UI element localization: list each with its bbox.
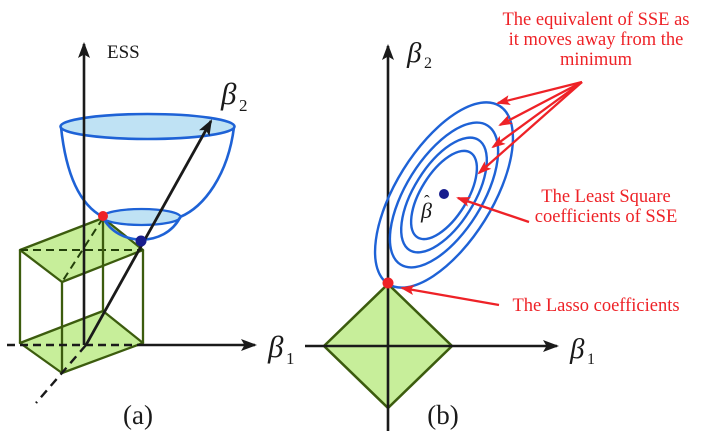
panel-a-axes [7, 42, 257, 404]
lasso-arrow [400, 285, 500, 307]
beta2-label-b: β [406, 37, 422, 69]
least-squares-point-2d [439, 189, 449, 199]
sse-contour-4 [409, 149, 479, 241]
panel-a-caption: (a) [123, 400, 153, 430]
beta2-label-a: β [220, 76, 237, 111]
ess-paraboloid [59, 112, 236, 241]
beta2-axis-a [84, 119, 213, 346]
ess-axis-label: ESS [107, 42, 140, 63]
lasso-text: The Lasso coefficients [512, 296, 679, 316]
annotation-texts: The equivalent of SSE as it moves away f… [502, 10, 689, 316]
constraint-cube [18, 216, 145, 375]
panel-b: β 2 β 1 β ˆ (b) The equivalent of SSE as… [305, 10, 690, 431]
beta-hat-label: β [420, 198, 432, 223]
panel-a-labels: ESS β 2 β 1 (a) [107, 42, 295, 430]
sse-contours-text-line1: The equivalent of SSE as [502, 10, 689, 30]
annotation-arrows [400, 80, 583, 307]
paraboloid-side-left [59, 126, 104, 219]
beta1-subscript-a: 1 [286, 349, 295, 368]
beta2-axis-hidden-segment [35, 344, 87, 404]
beta2-subscript-a: 2 [239, 96, 248, 115]
least-squares-arrow [456, 196, 530, 224]
contour-arrow-4 [477, 81, 583, 175]
beta1-subscript-b: 1 [587, 351, 595, 368]
lasso-point-2d [382, 277, 394, 289]
paraboloid-waist-ellipse [101, 207, 182, 227]
panel-b-labels: β 2 β 1 β ˆ (b) [406, 37, 595, 430]
sse-contour-2 [388, 121, 500, 269]
beta2-subscript-b: 2 [424, 55, 432, 72]
panel-b-caption: (b) [427, 400, 458, 430]
paraboloid-side-right [179, 126, 236, 219]
contour-arrow-2 [498, 80, 583, 127]
paraboloid-top-ellipse [59, 112, 236, 141]
sse-contour-3 [399, 136, 489, 254]
panel-b-axes [305, 44, 559, 431]
contour-arrow-1 [496, 80, 583, 105]
contour-arrow-3 [491, 81, 583, 149]
least-squares-text-line1: The Least Square [541, 187, 670, 207]
sse-contours-text-line3: minimum [560, 50, 633, 70]
least-squares-point-3d [135, 235, 147, 247]
least-squares-text-line2: coefficients of SSE [535, 207, 678, 227]
beta1-label-b: β [569, 333, 585, 365]
cube-bottom-face [18, 309, 145, 375]
beta-hat-accent: ˆ [424, 192, 430, 211]
sse-contours-text-line2: it moves away from the [509, 30, 684, 50]
panel-a: ESS β 2 β 1 (a) [7, 42, 295, 430]
beta1-label-a: β [267, 329, 284, 364]
lasso-point-3d [98, 211, 108, 221]
